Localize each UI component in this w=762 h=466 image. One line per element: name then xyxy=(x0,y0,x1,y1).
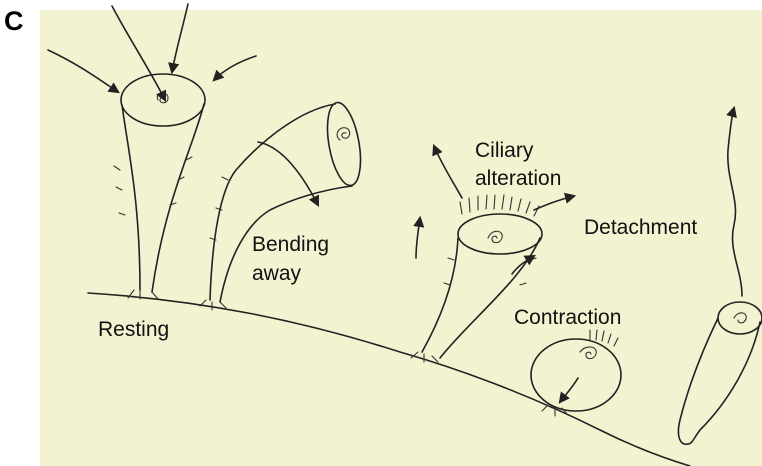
resting-arrow-top xyxy=(172,4,188,72)
label-detachment: Detachment xyxy=(584,216,697,239)
label-bending-line1: Bending xyxy=(252,233,329,256)
ciliary-arrow-up-left xyxy=(434,146,462,198)
label-ciliary-line2: alteration xyxy=(475,167,561,190)
label-bending-line2: away xyxy=(252,262,302,285)
detachment-arrow xyxy=(728,108,742,296)
label-ciliary-line1: Ciliary xyxy=(475,139,534,162)
label-resting: Resting xyxy=(98,318,169,341)
label-contraction: Contraction xyxy=(514,306,621,329)
resting-cell xyxy=(114,74,205,299)
resting-arrow-top-left xyxy=(112,6,165,100)
ciliary-arrow-down-right xyxy=(512,256,534,274)
resting-arrow-right xyxy=(214,56,256,80)
contraction-cell xyxy=(531,330,621,416)
ciliary-cell xyxy=(411,195,542,362)
ciliary-arrow-left xyxy=(416,218,420,258)
ciliary-arrow-right xyxy=(534,196,574,210)
resting-arrow-left xyxy=(48,50,118,92)
detachment-cell xyxy=(678,302,762,444)
contraction-arrow xyxy=(560,378,578,402)
